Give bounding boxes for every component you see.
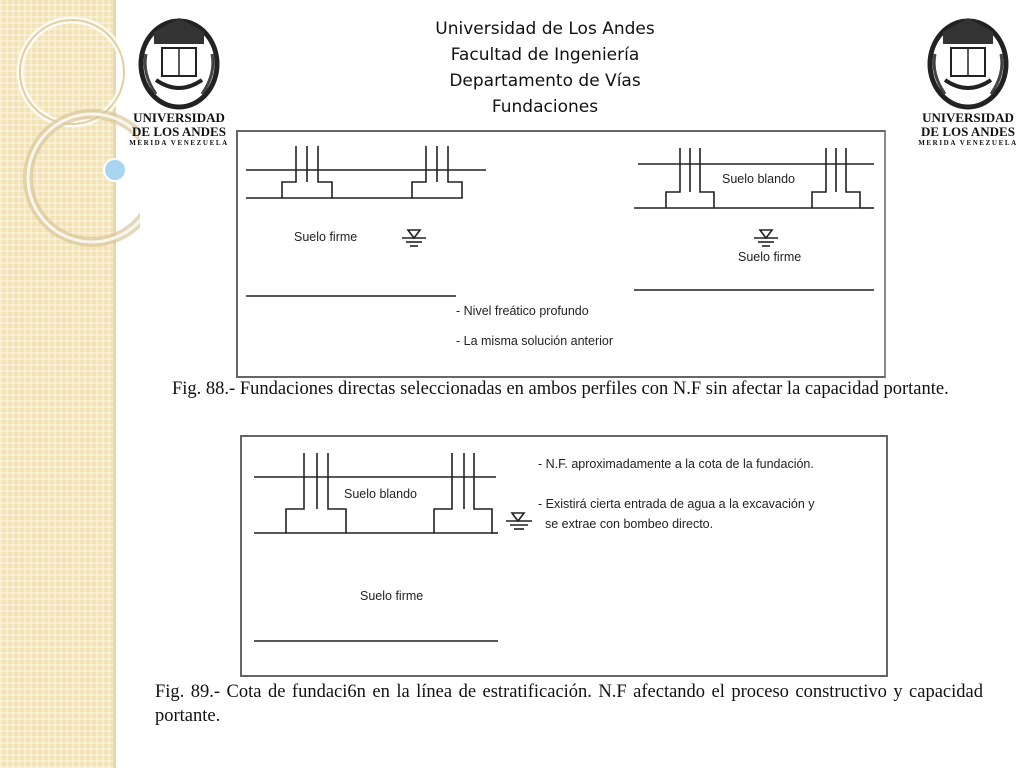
- bullet-dot-icon: [103, 158, 127, 182]
- logo-city: MERIDA VENEZUELA: [129, 139, 229, 147]
- logo-name-line1: UNIVERSIDAD: [922, 110, 1014, 125]
- decorative-rings: [16, 16, 140, 247]
- logo-name-line2: DE LOS ANDES: [132, 124, 226, 139]
- header-department: Departamento de Vías: [449, 71, 641, 91]
- page-header: Universidad de Los Andes Facultad de Ing…: [380, 16, 710, 120]
- header-university: Universidad de Los Andes: [435, 19, 655, 39]
- header-course: Fundaciones: [491, 97, 599, 117]
- fig89-label-soil-bottom: Suelo firme: [360, 589, 424, 603]
- fig88-label-right-soil-top: Suelo blando: [722, 172, 795, 186]
- logo-name-line2: DE LOS ANDES: [921, 124, 1015, 139]
- fig88-note-2: - La misma solución anterior: [456, 334, 614, 348]
- fig89-note-1: - N.F. aproximadamente a la cota de la f…: [538, 457, 814, 471]
- fig89-note-2: - Existirá cierta entrada de agua a la e…: [538, 497, 815, 511]
- caption-fig-89: Fig. 89.- Cota de fundaci6n en la línea …: [155, 682, 983, 726]
- university-logo-left: UNIVERSIDAD DE LOS ANDES MERIDA VENEZUEL…: [129, 14, 229, 150]
- header-faculty: Facultad de Ingeniería: [450, 45, 640, 65]
- figure-88: Suelo firme Suelo blando Suelo firme - N…: [236, 130, 886, 378]
- figure-89: Suelo blando Suelo firme - N.F. aproxima…: [240, 435, 888, 677]
- fig89-label-soil-top: Suelo blando: [344, 487, 417, 501]
- logo-city: MERIDA VENEZUELA: [918, 139, 1018, 147]
- figure-88-drawing: [246, 146, 874, 297]
- figure-89-drawing: [254, 453, 532, 642]
- university-crest-icon: [927, 18, 1009, 110]
- university-crest-icon: [138, 18, 220, 110]
- fig88-label-left-soil: Suelo firme: [294, 230, 358, 244]
- fig88-note-1: - Nivel freático profundo: [456, 304, 589, 318]
- fig88-label-right-soil-bottom: Suelo firme: [738, 250, 802, 264]
- university-logo-right: UNIVERSIDAD DE LOS ANDES MERIDA VENEZUEL…: [918, 14, 1018, 150]
- fig89-note-3: se extrae con bombeo directo.: [538, 517, 714, 531]
- caption-fig-88: Fig. 88.- Fundaciones directas seleccion…: [172, 379, 949, 399]
- logo-name-line1: UNIVERSIDAD: [133, 110, 225, 125]
